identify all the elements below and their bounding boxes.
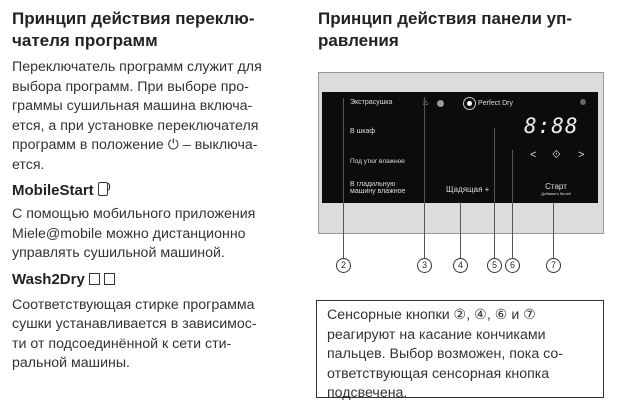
title-line: Принцип действия панели уп-: [318, 9, 573, 28]
text-line: ется, а при установке переключателя: [12, 117, 259, 134]
time-display: 8:88: [524, 114, 579, 138]
timer-button[interactable]: ⟐: [552, 149, 561, 161]
program-iron-damp[interactable]: Под утюг влажное: [350, 158, 405, 165]
anti-crease-icon: [437, 100, 444, 107]
callout-6: 6: [505, 258, 520, 273]
text-line: пальцев. Выбор возможен, пока со-: [327, 346, 564, 362]
text-line: Переключатель программ служит для: [12, 59, 262, 75]
text-line: машину влажное: [350, 188, 406, 195]
power-indicator: [580, 99, 586, 105]
text-line: С помощью мобильного приложения: [12, 206, 256, 222]
callout-7: 7: [546, 258, 561, 273]
text-line: выбора программ. При выборе про-: [12, 78, 249, 95]
text-line: ти от подсоединённой к сети сти-: [12, 335, 232, 352]
callout-line-6: [512, 150, 513, 258]
text-line: граммы сушильная машина включа-: [12, 98, 253, 114]
control-panel: Экстрасушка В шкаф Под утюг влажное В гл…: [322, 92, 598, 203]
perfect-dry-label: Perfect Dry: [478, 100, 514, 107]
mobile-phone-icon: [97, 182, 108, 196]
signal-icon: ): [107, 182, 111, 191]
gentle-button[interactable]: Щадящая +: [446, 185, 490, 194]
callout-3: 3: [417, 258, 432, 273]
note-box: Сенсорные кнопки ②, ④, ⑥ и ⑦ реагируют н…: [316, 300, 604, 401]
callout-line-3: [424, 97, 425, 258]
callout-line-5: [494, 128, 495, 258]
title-line: Принцип действия переклю-: [12, 9, 255, 28]
mobilestart-text: С помощью мобильного приложения Miele@mo…: [12, 205, 307, 264]
text-line: ральной машины.: [12, 355, 130, 371]
text-line: ется.: [12, 156, 45, 173]
callout-5: 5: [487, 258, 502, 273]
text-line: реагируют на касание кончиками: [327, 326, 546, 343]
callout-line-4: [460, 202, 461, 258]
start-label: Старт: [545, 182, 567, 191]
text-line: Miele@mobile можно дистанционно: [12, 225, 246, 242]
start-sublabel: Добавить бельё: [541, 191, 571, 196]
title-line: равления: [318, 31, 399, 50]
note-text: Сенсорные кнопки ②, ④, ⑥ и ⑦ реагируют н…: [327, 306, 593, 404]
dryer-icon: [104, 272, 116, 285]
washer-dryer-icon: [88, 272, 100, 285]
steam-icon: ♨: [422, 98, 430, 107]
title-line: чателя программ: [12, 31, 158, 50]
text-line: программ в положение ⏻ – выключа-: [12, 137, 258, 153]
program-cupboard[interactable]: В шкаф: [350, 128, 376, 135]
intro-text: Переключатель программ служит для выбора…: [12, 58, 307, 175]
heading-text: Wash2Dry: [12, 270, 85, 288]
text-line: Сенсорные кнопки ②, ④, ⑥ и ⑦: [327, 307, 537, 323]
callout-4: 4: [453, 258, 468, 273]
text-line: управлять сушильной машиной.: [12, 245, 225, 261]
callout-line-7: [553, 202, 554, 258]
text-line: подсвечена.: [327, 385, 408, 401]
callout-line-2: [343, 98, 344, 258]
mobilestart-heading: MobileStart ): [12, 182, 307, 199]
nav-left-button[interactable]: <: [530, 149, 537, 161]
text-line: Соответствующая стирке программа: [12, 296, 255, 313]
wash2dry-heading: Wash2Dry: [12, 271, 307, 288]
wash2dry-text: Соответствующая стирке программа сушки у…: [12, 296, 307, 374]
program-extra-dry[interactable]: Экстрасушка: [350, 99, 393, 106]
text-line: ответствующая сенсорная кнопка: [327, 365, 550, 382]
text-line: В гладильную: [350, 181, 396, 188]
left-title: Принцип действия переклю-чателя программ: [12, 8, 307, 52]
heading-text: MobileStart: [12, 182, 94, 199]
left-column: Принцип действия переклю-чателя программ…: [12, 8, 307, 374]
callout-2: 2: [336, 258, 351, 273]
perfect-dry-indicator: [463, 97, 476, 110]
nav-right-button[interactable]: >: [578, 149, 585, 161]
right-title: Принцип действия панели уп-равления: [318, 8, 572, 52]
text-line: сушки устанавливается в зависимос-: [12, 316, 257, 332]
